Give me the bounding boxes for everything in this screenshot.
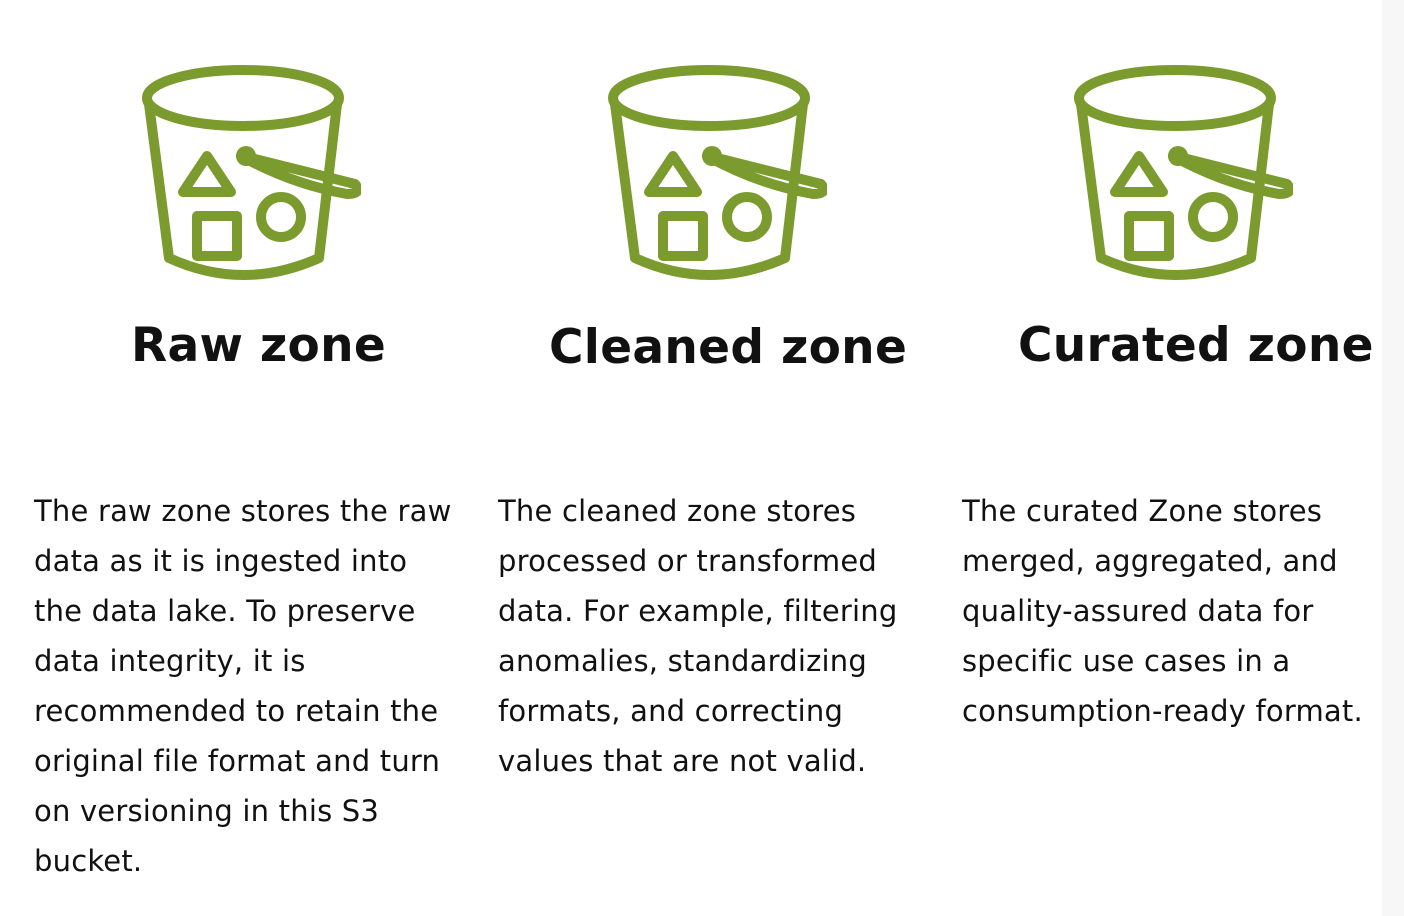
curated-zone-column: Curated zone The curated Zone stores mer… xyxy=(932,0,1382,916)
zone-description: The raw zone stores the raw data as it i… xyxy=(34,494,452,878)
page-edge-strip xyxy=(1382,0,1404,916)
zone-description: The cleaned zone stores processed or tra… xyxy=(498,494,898,778)
s3-bucket-icon xyxy=(142,65,361,280)
zone-title: Curated zone xyxy=(1018,318,1374,373)
raw-zone-column: Raw zone The raw zone stores the raw dat… xyxy=(0,0,470,916)
zone-description: The curated Zone stores merged, aggregat… xyxy=(962,494,1363,728)
s3-bucket-icon xyxy=(1074,65,1293,280)
s3-bucket-icon xyxy=(608,65,827,280)
cleaned-zone-column: Cleaned zone The cleaned zone stores pro… xyxy=(466,0,936,916)
zone-title: Raw zone xyxy=(131,318,387,373)
zone-title: Cleaned zone xyxy=(549,320,908,375)
